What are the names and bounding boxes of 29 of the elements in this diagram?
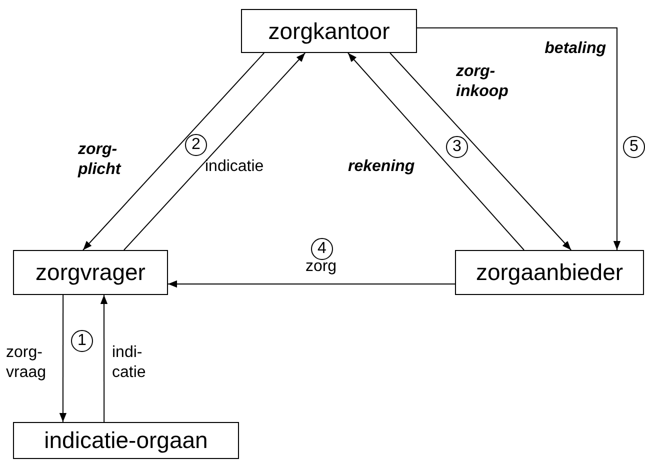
edge-label: betaling <box>544 39 606 59</box>
edge-label: zorg- plicht <box>78 140 122 180</box>
edge-label: zorg- inkoop <box>456 62 510 102</box>
edge-label: indicatie <box>205 157 265 177</box>
arrow <box>416 27 621 250</box>
entity-box <box>455 250 644 295</box>
arrow <box>82 52 265 250</box>
entity-box <box>13 250 168 295</box>
entity-box <box>241 9 417 53</box>
edge-label: rekening <box>348 157 416 177</box>
circled-number: 2 <box>185 134 207 156</box>
arrow <box>59 294 67 422</box>
entity-label: zorgvrager <box>36 261 146 284</box>
circled-number: 3 <box>446 136 468 158</box>
arrow <box>348 52 524 250</box>
circled-number: 1 <box>71 330 93 352</box>
arrow <box>100 294 108 422</box>
arrow <box>390 52 572 250</box>
edge-label: zorg <box>304 257 338 277</box>
entity-label: indicatie-orgaan <box>44 429 208 452</box>
entity-label: zorgaanbieder <box>476 261 624 284</box>
entity-label: zorgkantoor <box>268 20 390 42</box>
arrow <box>168 280 456 288</box>
edge-label: indi- catie <box>112 343 147 383</box>
arrow <box>123 52 306 250</box>
edge-label: zorg- vraag <box>6 343 48 383</box>
circled-number: 5 <box>623 136 645 158</box>
entity-box <box>13 422 239 459</box>
circled-number: 4 <box>311 238 333 260</box>
